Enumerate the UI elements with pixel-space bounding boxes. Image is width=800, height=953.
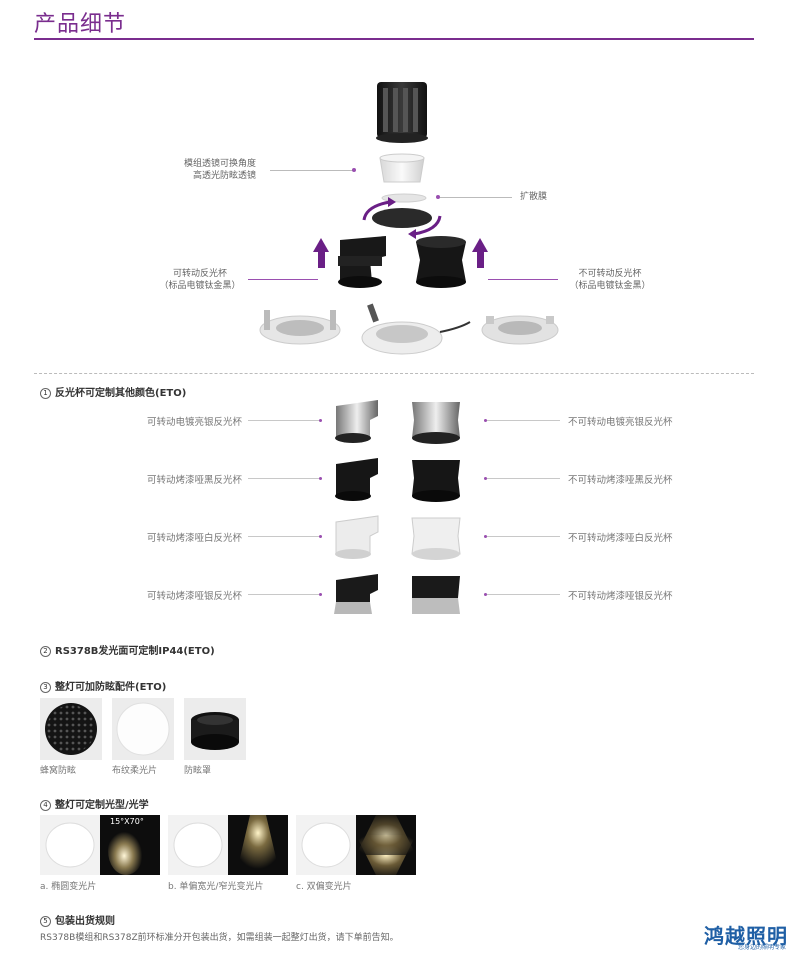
accessory-label: 布纹柔光片 [112,766,158,776]
single-offset-beam-image [228,815,288,875]
reflector-pair-white [335,515,461,560]
heatsink-module [376,82,428,143]
row-leader-left [248,535,322,538]
reflector-pair-black [335,458,460,502]
optic-dual-offset [296,815,416,875]
dual-offset-lens-image [296,815,356,875]
rotatable-finish-label: 可转动烤漆哑银反光杯 [146,591,242,602]
fixed-label: 不可转动反光杯 （标品电镀钛金黑） [569,269,651,291]
rotatable-label: 可转动反光杯 （标品电镀钛金黑） [159,269,241,291]
optic-label: c. 双偏变光片 [296,882,352,892]
row-leader-right [484,535,560,538]
fixed-reflector [416,236,466,288]
rotatable-finish-label: 可转动烤漆哑白反光杯 [146,533,242,544]
trim-ring-2 [361,303,471,355]
lens [379,153,425,183]
diffuser-film [381,193,427,203]
section-divider [34,373,754,374]
rotation-ring [362,197,442,239]
brand-logo: 鸿越照明 [704,924,788,948]
reflector-pair-silver [335,400,460,444]
fixed-finish-label: 不可转动烤漆哑黑反光杯 [568,475,673,486]
optic-label: b. 单偏宽光/窄光变光片 [168,882,264,892]
rotatable-finish-label: 可转动电镀亮银反光杯 [146,417,242,428]
optic-label: a. 椭圆变光片 [40,882,97,892]
diffuser-icon [116,702,170,756]
exploded-view: 模组透镜可换角度 高透光防眩透镜 扩散膜 可转动反光杯 （标品电镀钛金黑） 不可… [0,60,800,360]
accessory-label: 蜂窝防眩 [40,766,77,776]
exploded-diagram [259,82,559,355]
up-arrow-left [313,238,329,268]
row-leader-left [248,477,322,480]
row-leader-left [248,419,322,422]
trim-ring-3 [481,315,559,345]
optic-elliptical: 15°X70° [40,815,160,875]
diffuser-leader [440,197,512,198]
packing-note: RS378B模组和RS378Z前环标准分开包装出货，如需组装一起整灯出货，请下单… [40,933,399,943]
row-leader-left [248,593,322,596]
diffuser-label: 扩散膜 [520,192,548,202]
honeycomb-icon [45,703,97,755]
reflector-pair-matte-silver [334,574,460,614]
diffuser-leader-dot [436,195,440,199]
accessory-thumb-snoot [184,698,246,760]
page-title: 产品细节 [34,12,127,37]
lens-leader-dot [352,168,356,172]
trim-ring-1 [259,310,341,345]
optic-single-offset [168,815,288,875]
fixed-leader [488,279,558,280]
brand-tagline: 您身边的照明专家 [738,944,787,951]
elliptical-beam-image: 15°X70° [100,815,160,875]
fixed-finish-label: 不可转动烤漆哑银反光杯 [568,591,673,602]
dual-offset-beam-image [356,815,416,875]
beam-angle-label: 15°X70° [110,817,144,826]
single-offset-lens-image [168,815,228,875]
rotatable-leader [248,279,318,280]
elliptical-lens-image [40,815,100,875]
snoot-icon [191,712,239,750]
lens-label: 模组透镜可换角度 高透光防眩透镜 [183,159,256,181]
fixed-finish-label: 不可转动电镀亮银反光杯 [568,417,673,428]
rotatable-finish-label: 可转动烤漆哑黑反光杯 [146,475,242,486]
title-divider [34,38,754,40]
accessory-thumb-diffuser [112,698,174,760]
fixed-finish-label: 不可转动烤漆哑白反光杯 [568,533,673,544]
row-leader-right [484,593,560,596]
row-leader-right [484,419,560,422]
up-arrow-right [472,238,488,268]
accessory-thumb-honeycomb [40,698,102,760]
row-leader-right [484,477,560,480]
rotatable-reflector [338,236,386,288]
lens-leader [270,170,354,171]
accessory-label: 防眩罩 [184,766,212,776]
